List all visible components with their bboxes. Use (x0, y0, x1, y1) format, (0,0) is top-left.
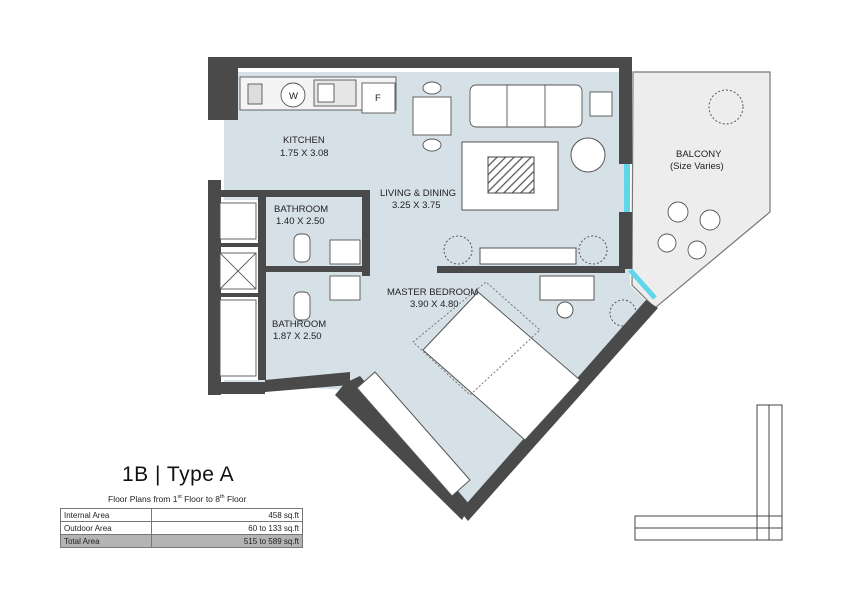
wall-diagonal-right (460, 300, 658, 521)
desk (539, 275, 595, 301)
washer-label: W (289, 91, 298, 102)
area-value: 515 to 589 sq.ft (151, 534, 303, 548)
living-size: 3.25 X 3.75 (392, 200, 441, 211)
glass-panel-bedroom (628, 268, 657, 300)
wall-lower-left (265, 372, 350, 392)
table-row: Internal Area 458 sq.ft (60, 508, 303, 522)
kitchen-counter (239, 76, 397, 114)
tv-unit (479, 247, 577, 265)
master-bedroom-size: 3.90 X 4.80 (410, 299, 459, 310)
floor-range-subtitle: Floor Plans from 1st Floor to 8th Floor (108, 494, 247, 504)
balcony-furniture (657, 201, 721, 260)
walls (208, 57, 632, 395)
bathroom-1-fixtures (293, 233, 361, 265)
living-name: LIVING & DINING (380, 188, 456, 199)
wardrobe (356, 371, 471, 497)
desk-chair (556, 301, 574, 319)
balcony-floor (631, 71, 771, 309)
area-value: 458 sq.ft (151, 508, 303, 522)
kitchen-size: 1.75 X 3.08 (280, 148, 329, 159)
armchair (570, 137, 606, 173)
area-label: Total Area (60, 534, 152, 548)
plant-bedroom-icon (609, 299, 637, 327)
plant-living-left-icon (443, 235, 473, 265)
dining-set (412, 81, 452, 152)
fridge-label: F (375, 93, 381, 104)
area-label: Internal Area (60, 508, 152, 522)
bed-rug (412, 281, 541, 396)
key-plan (634, 404, 783, 541)
plant-living-right-icon (578, 235, 608, 265)
bed (422, 291, 581, 441)
unit-title: 1B | Type A (122, 463, 235, 486)
wall-diagonal-lower (335, 376, 470, 520)
table-row: Total Area 515 to 589 sq.ft (60, 534, 303, 548)
bathroom-2-fixtures (293, 275, 361, 321)
balcony-size: (Size Varies) (670, 161, 724, 172)
area-value: 60 to 133 sq.ft (151, 521, 303, 535)
bathroom-2-size: 1.87 X 2.50 (273, 331, 322, 342)
bathroom-1-name: BATHROOM (274, 204, 328, 215)
area-table: Internal Area 458 sq.ft Outdoor Area 60 … (60, 508, 303, 548)
sofa (469, 84, 613, 128)
shaft-boxes (219, 202, 257, 377)
balcony-name: BALCONY (676, 149, 722, 160)
table-row: Outdoor Area 60 to 133 sq.ft (60, 521, 303, 535)
master-bedroom-name: MASTER BEDROOM (387, 287, 478, 298)
plant-balcony-icon (708, 89, 744, 125)
glass-panel-living (624, 164, 630, 212)
area-label: Outdoor Area (60, 521, 152, 535)
bathroom-1-size: 1.40 X 2.50 (276, 216, 325, 227)
kitchen-name: KITCHEN (283, 135, 325, 146)
coffee-table (487, 156, 535, 194)
bathroom-2-name: BATHROOM (272, 319, 326, 330)
